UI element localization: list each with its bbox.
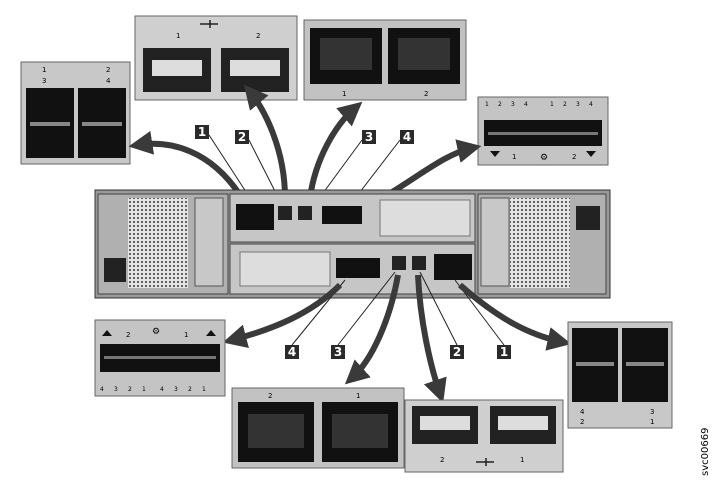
callout-bottom-2: 2: [450, 345, 464, 359]
svg-text:3: 3: [576, 101, 580, 108]
usb-detail-bottom: 2 1: [404, 399, 564, 473]
svg-text:4: 4: [106, 77, 111, 85]
svg-text:2: 2: [256, 32, 260, 40]
svg-text:1: 1: [356, 392, 360, 400]
callout-bottom-4: 4: [285, 345, 299, 359]
arrow-to-ethernet-bottom: [344, 274, 401, 385]
sas-detail-top-right: 1 2 3 4 1 2 3 4 1 2 ⚙: [477, 96, 609, 166]
arrow-to-usb-top: [243, 84, 288, 199]
svg-text:1: 1: [176, 32, 180, 40]
svg-text:2: 2: [268, 392, 272, 400]
usb-detail-top: 1 2: [134, 15, 298, 101]
down-arrow-icon: [490, 151, 500, 157]
ethernet-detail-top: 1 2: [303, 19, 467, 101]
arrow-to-usb-bottom: [415, 274, 447, 404]
callout-bottom-3: 3: [331, 345, 345, 359]
sas-icon: ⚙: [152, 327, 160, 337]
arrow-to-sas-bottom: [222, 282, 343, 348]
svg-text:1: 1: [500, 345, 508, 359]
callout-top-4: 4: [400, 130, 414, 144]
svg-text:4: 4: [589, 101, 593, 108]
sas-detail-bottom-left: 2 1 ⚙ 4 3 2 1 4 3 2 1: [94, 319, 226, 397]
svg-text:3: 3: [511, 101, 515, 108]
svg-text:2: 2: [128, 386, 132, 393]
usb-icon: [200, 20, 218, 28]
callout-top-3: 3: [362, 130, 376, 144]
svg-text:2: 2: [440, 456, 444, 464]
svg-text:4: 4: [403, 130, 411, 144]
up-arrow-icon: [102, 330, 112, 336]
svg-text:2: 2: [563, 101, 567, 108]
svg-text:3: 3: [650, 408, 654, 416]
up-arrow-icon: [206, 330, 216, 336]
svg-text:4: 4: [524, 101, 528, 108]
callout-top-1: 1: [195, 125, 209, 139]
callout-top-2: 2: [235, 130, 249, 144]
svg-text:3: 3: [114, 386, 118, 393]
svg-text:3: 3: [42, 77, 46, 85]
svg-text:2: 2: [453, 345, 461, 359]
svg-text:4: 4: [580, 408, 585, 416]
svg-text:2: 2: [572, 153, 576, 161]
svg-text:2: 2: [498, 101, 502, 108]
svg-text:1: 1: [512, 153, 516, 161]
svg-text:2: 2: [238, 130, 246, 144]
svg-text:1: 1: [184, 331, 188, 339]
svg-text:1: 1: [485, 101, 489, 108]
svg-text:1: 1: [198, 125, 206, 139]
svg-text:2: 2: [106, 66, 110, 74]
arrow-to-sfp-top: [128, 130, 243, 197]
svg-text:4: 4: [160, 386, 164, 393]
svg-text:1: 1: [550, 101, 554, 108]
sfp-detail-top-left: 1 2 3 4: [20, 61, 131, 165]
svg-text:2: 2: [424, 90, 428, 98]
svg-text:4: 4: [288, 345, 296, 359]
svg-text:1: 1: [342, 90, 346, 98]
svg-text:2: 2: [580, 418, 584, 426]
usb-icon: [476, 458, 494, 466]
svg-text:1: 1: [650, 418, 654, 426]
enclosure-rear-view: [94, 189, 611, 299]
figure-id: svc00669: [700, 428, 711, 476]
arrow-to-sfp-bottom: [458, 282, 572, 351]
callout-bottom-1: 1: [497, 345, 511, 359]
svg-text:3: 3: [334, 345, 342, 359]
svg-text:1: 1: [42, 66, 46, 74]
arrow-to-ethernet-top: [307, 101, 363, 199]
svg-text:1: 1: [202, 386, 206, 393]
down-arrow-icon: [586, 151, 596, 157]
svg-text:3: 3: [174, 386, 178, 393]
svg-text:2: 2: [188, 386, 192, 393]
svg-text:1: 1: [142, 386, 146, 393]
svg-text:4: 4: [100, 386, 104, 393]
svg-text:1: 1: [520, 456, 524, 464]
ethernet-detail-bottom: 2 1: [231, 387, 405, 469]
svg-text:3: 3: [365, 130, 373, 144]
sas-icon: ⚙: [540, 153, 548, 163]
sfp-detail-bottom-right: 4 3 2 1: [567, 321, 673, 429]
svg-text:2: 2: [126, 331, 130, 339]
